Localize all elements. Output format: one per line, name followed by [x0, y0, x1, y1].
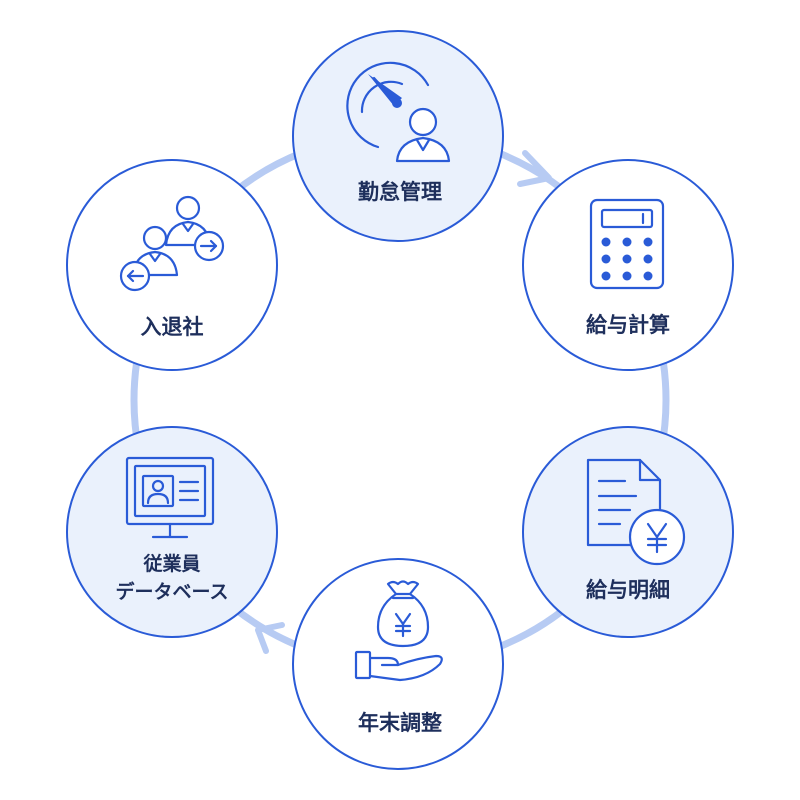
node-payslip-label: 給与明細	[586, 578, 670, 602]
node-year-end[interactable]: 年末調整	[292, 558, 504, 770]
people-arrows-icon	[119, 195, 225, 292]
document-yen-icon	[586, 458, 686, 566]
node-onboarding[interactable]: 入退社	[66, 159, 278, 371]
monitor-profile-icon	[125, 456, 215, 539]
node-payslip[interactable]: 給与明細	[522, 426, 734, 638]
node-year-end-label: 年末調整	[358, 711, 442, 735]
node-employee-db[interactable]: 従業員 データベース	[66, 426, 278, 638]
calculator-icon	[589, 198, 665, 290]
node-onboarding-label: 入退社	[141, 315, 204, 339]
node-employee-db-label-line-2: データベース	[115, 580, 228, 603]
node-attendance-circle	[292, 30, 504, 242]
arrow-yearend-to-database	[255, 622, 285, 654]
clock-person-icon	[346, 61, 451, 163]
money-bag-hand-icon	[354, 580, 443, 682]
node-employee-db-label-line-1: 従業員	[142, 552, 200, 575]
node-payslip-circle	[522, 426, 734, 638]
node-payroll-circle	[522, 159, 734, 371]
node-payroll-label: 給与計算	[586, 313, 670, 337]
node-attendance[interactable]: 勤怠管理	[292, 30, 504, 242]
node-payroll[interactable]: 給与計算	[522, 159, 734, 371]
node-attendance-label: 勤怠管理	[358, 180, 442, 204]
arrow-attendance-to-payroll	[517, 150, 552, 187]
node-employee-db-circle	[66, 426, 278, 638]
